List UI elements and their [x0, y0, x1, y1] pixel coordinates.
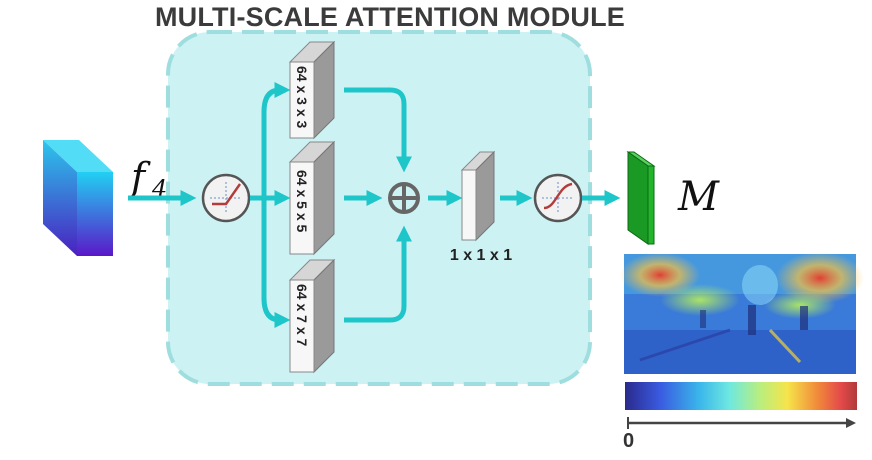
module-title: MULTI-SCALE ATTENTION MODULE — [154, 2, 626, 32]
output-map-block — [626, 151, 656, 245]
module-region — [166, 30, 592, 386]
conv-block-7x7: 64 x 7 x 7 — [288, 258, 336, 374]
branch-1-label: 64 x 3 x 3 — [294, 66, 310, 128]
fusion-conv-block — [460, 150, 496, 242]
output-label: M — [677, 174, 720, 220]
conv-block-3x3: 64 x 3 x 3 — [288, 40, 336, 140]
arrow-branch-1-to-sum — [344, 87, 413, 173]
fusion-conv-label: 1 x 1 x 1 — [450, 247, 512, 264]
colorbar — [625, 382, 857, 410]
conv-block-5x5: 64 x 5 x 5 — [288, 140, 336, 256]
relu-activation-icon — [201, 173, 251, 223]
elementwise-sum-icon — [388, 182, 420, 214]
colorbar-min-label: 0 — [623, 430, 634, 452]
arrow-branch-3-to-sum — [344, 225, 413, 323]
attention-heatmap-image — [620, 252, 864, 374]
sigmoid-activation-icon — [533, 173, 583, 223]
input-label: f — [128, 155, 151, 199]
branch-3-label: 64 x 7 x 7 — [294, 284, 310, 346]
branch-2-label: 64 x 5 x 5 — [294, 170, 310, 232]
input-feature-block — [43, 140, 113, 256]
